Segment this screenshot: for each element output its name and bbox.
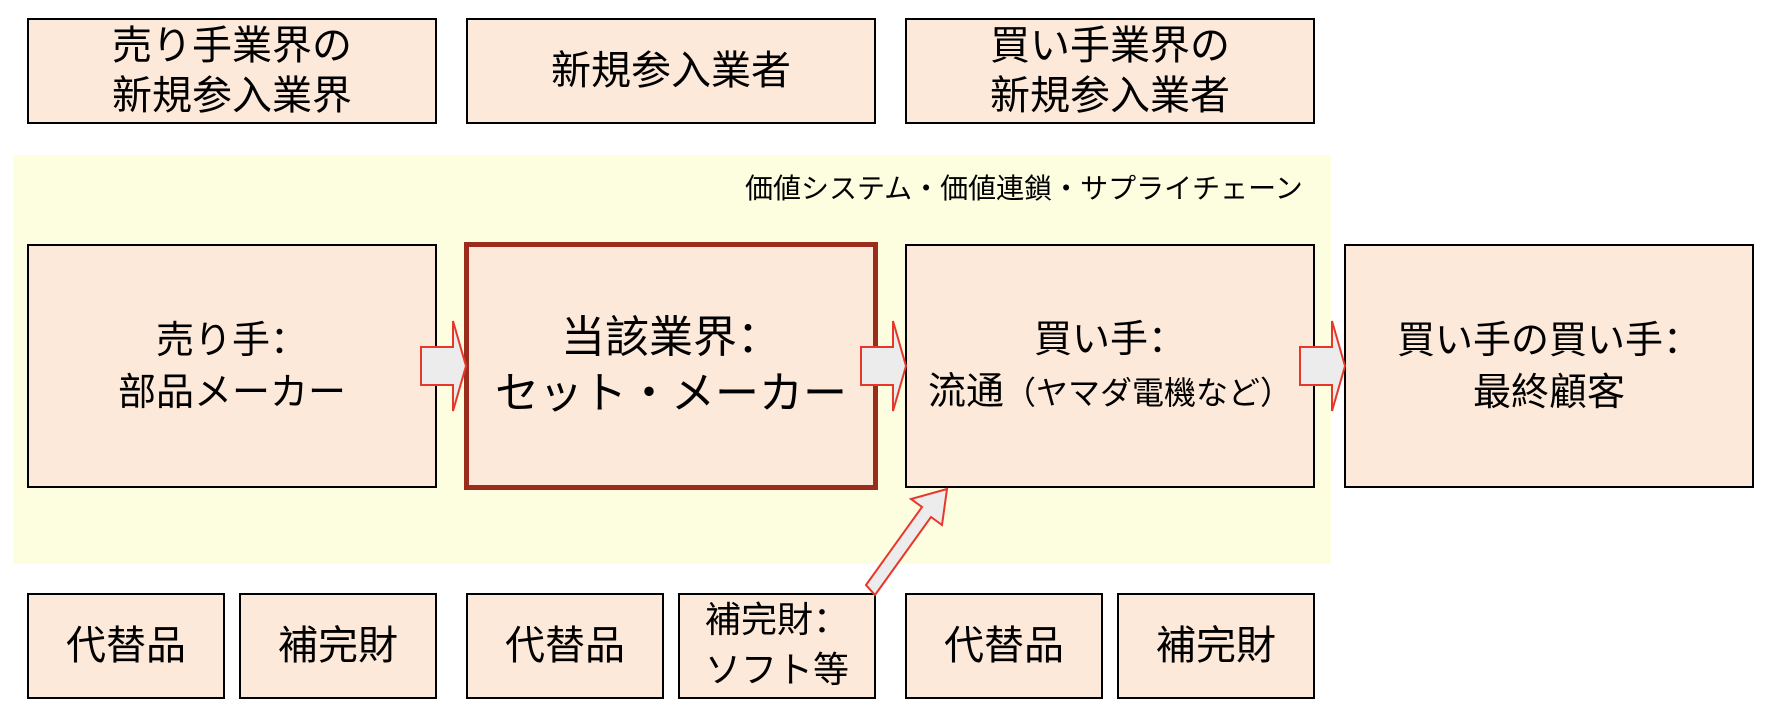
box-line: 買い手： [1033,317,1186,361]
seller-substitutes-box: 代替品 [27,593,225,699]
box-line: 代替品 [505,623,625,669]
box-line: 補完財 [1156,623,1276,669]
box-line: 代替品 [66,623,186,669]
box-line: 当該業界： [561,312,781,363]
buyer-example-text: （ヤマダ電機など） [1004,374,1293,412]
new-entrants-box: 新規参入業者 [466,18,876,124]
box-line: セット・メーカー [495,368,847,419]
buyer-new-entrants-box: 買い手業界の 新規参入業者 [905,18,1315,124]
box-line: 流通（ヤマダ電機など） [928,365,1292,419]
buyer-channel-text: 流通 [927,369,1004,413]
value-system-label: 価値システム・価値連鎖・サプライチェーン [745,172,1303,205]
box-line: 新規参入業者 [551,48,791,94]
box-line: 補完財： [704,600,849,641]
buyer-complements-box: 補完財 [1117,593,1315,699]
buyer-box: 買い手： 流通（ヤマダ電機など） [905,244,1315,488]
seller-complements-box: 補完財 [239,593,437,699]
industry-substitutes-box: 代替品 [466,593,664,699]
industry-box: 当該業界： セット・メーカー [464,242,878,490]
industry-to-buyer-arrow [860,320,908,412]
box-line: 補完財 [278,623,398,669]
box-line: 売り手業界の [112,23,352,69]
box-line: 部品メーカー [117,370,346,414]
box-line: 買い手業界の [990,23,1230,69]
box-line: 代替品 [944,623,1064,669]
box-line: ソフト等 [704,650,849,691]
buyer-substitutes-box: 代替品 [905,593,1103,699]
industry-complements-box: 補完財： ソフト等 [678,593,876,699]
box-line: 新規参入業界 [112,73,352,119]
complements-to-buyer-arrow [864,487,949,597]
box-line: 買い手の買い手： [1396,318,1701,362]
box-line: 最終顧客 [1472,370,1625,414]
box-line: 新規参入業者 [990,73,1230,119]
seller-new-entrants-box: 売り手業界の 新規参入業界 [27,18,437,124]
box-line: 売り手： [155,318,308,362]
seller-to-industry-arrow [420,320,468,412]
buyer-to-customer-arrow [1299,320,1347,412]
end-customer-box: 買い手の買い手： 最終顧客 [1344,244,1754,488]
seller-box: 売り手： 部品メーカー [27,244,437,488]
